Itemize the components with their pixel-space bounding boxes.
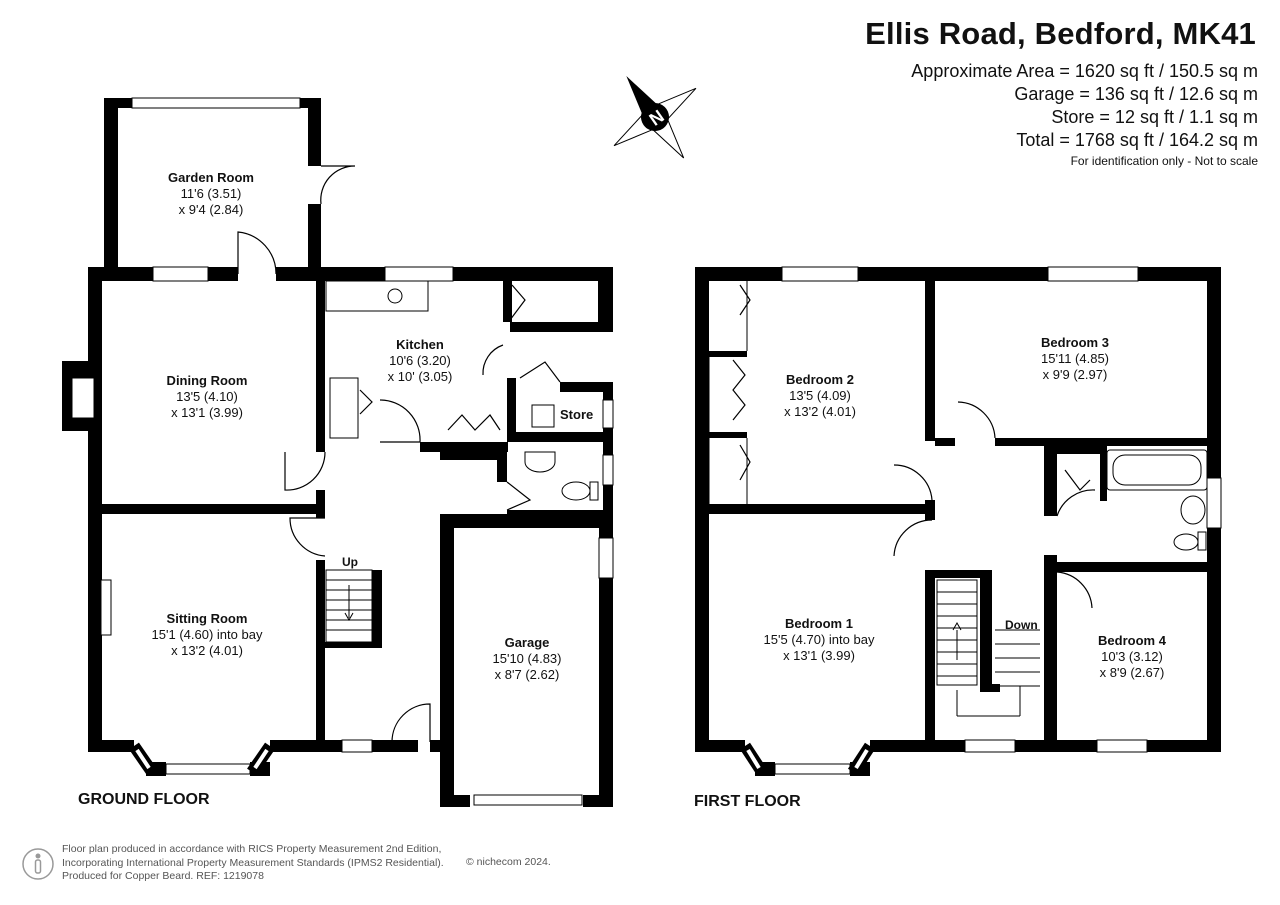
footer-line: Produced for Copper Beard. REF: 1219078 (62, 870, 264, 882)
room-kitchen: Kitchen 10'6 (3.20) x 10' (3.05) (387, 337, 453, 384)
room-garage: Garage 15'10 (4.83) x 8'7 (2.62) (492, 635, 562, 682)
property-title: Ellis Road, Bedford, MK41 (865, 16, 1256, 51)
footer-disclaimer: Floor plan produced in accordance with R… (62, 843, 444, 884)
room-bedroom-1: Bedroom 1 15'5 (4.70) into bay x 13'1 (3… (763, 616, 875, 663)
nichecom-brand: © nichecom 2024. (466, 856, 551, 868)
footer-line: Incorporating International Property Mea… (62, 856, 444, 869)
room-bedroom-2: Bedroom 2 13'5 (4.09) x 13'2 (4.01) (784, 372, 856, 419)
ground-floor-label: GROUND FLOOR (78, 791, 210, 808)
accessibility-icon (22, 848, 54, 880)
room-store: Store (558, 407, 596, 422)
area-line: Store = 12 sq ft / 1.1 sq m (1051, 107, 1258, 127)
footer-line: Floor plan produced in accordance with R… (62, 843, 442, 855)
area-line: Garage = 136 sq ft / 12.6 sq m (1014, 84, 1258, 104)
room-bedroom-3: Bedroom 3 15'11 (4.85) x 9'9 (2.97) (1040, 335, 1110, 382)
scale-note: For identification only - Not to scale (1070, 154, 1258, 168)
area-summary: Approximate Area = 1620 sq ft / 150.5 sq… (911, 60, 1258, 152)
stairs-up-label: Up (342, 555, 358, 569)
room-dining-room: Dining Room 13'5 (4.10) x 13'1 (3.99) (166, 373, 248, 420)
room-garden-room: Garden Room 11'6 (3.51) x 9'4 (2.84) (168, 170, 254, 217)
area-line: Approximate Area = 1620 sq ft / 150.5 sq… (911, 61, 1258, 81)
first-floor-label: FIRST FLOOR (694, 793, 801, 810)
area-line: Total = 1768 sq ft / 164.2 sq m (1016, 130, 1258, 150)
compass-icon (613, 76, 697, 159)
room-bedroom-4: Bedroom 4 10'3 (3.12) x 8'9 (2.67) (1098, 633, 1166, 680)
room-sitting-room: Sitting Room 15'1 (4.60) into bay x 13'2… (151, 611, 263, 658)
stairs-down-label: Down (1005, 618, 1038, 632)
